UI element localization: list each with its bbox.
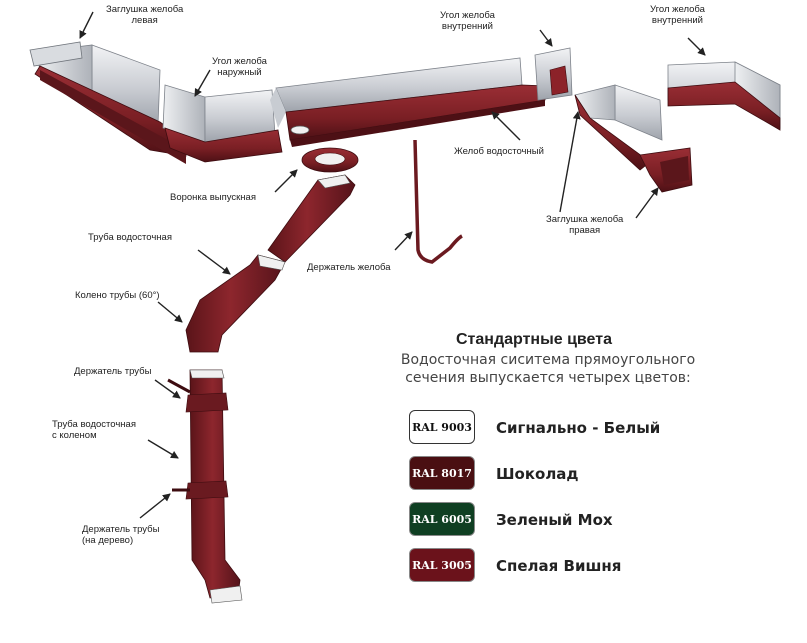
label-funnel: Воронка выпускная (170, 192, 256, 203)
right-gutter (574, 84, 663, 171)
upper-pipe (267, 174, 356, 263)
color-name-moss-green: Зеленый Мох (496, 511, 613, 529)
elbow-pipe (185, 254, 286, 353)
legend-subtitle: Водосточная сиситема прямоугольного сече… (400, 352, 696, 386)
label-arrows (79, 11, 706, 519)
label-elbow: Колено трубы (60°) (75, 290, 160, 301)
left-gutter (34, 44, 187, 164)
inner-corner (534, 47, 573, 101)
swatch-code: RAL 3005 (412, 558, 472, 572)
swatch-code: RAL 6005 (412, 512, 472, 526)
swatch-ral-6005: RAL 6005 (409, 502, 475, 536)
label-gutter-holder: Держатель желоба (307, 262, 391, 273)
swatch-ral-9003: RAL 9003 (409, 410, 475, 444)
main-gutter (270, 57, 549, 147)
legend-title: Стандартные цвета (456, 331, 612, 348)
swatch-code: RAL 8017 (412, 466, 472, 480)
gutter-holder-bracket (413, 139, 463, 264)
color-name-chocolate: Шоколад (496, 465, 579, 483)
inner-corner-piece (667, 61, 781, 131)
label-pipe: Труба водосточная (88, 232, 172, 243)
color-name-white: Сигнально - Белый (496, 419, 661, 437)
color-name-cherry: Спелая Вишня (496, 557, 622, 575)
label-gutter: Желоб водосточный (454, 146, 544, 157)
outer-corner (162, 84, 283, 163)
label-pipe-holder: Держатель трубы (74, 366, 152, 377)
swatch-ral-8017: RAL 8017 (409, 456, 475, 490)
swatch-ral-3005: RAL 3005 (409, 548, 475, 582)
funnel-outlet (301, 147, 359, 173)
label-pipe-holder-wood: Держатель трубы(на дерево) (82, 524, 160, 546)
end-cap-right (639, 147, 693, 193)
vertical-pipe (185, 369, 243, 604)
pipe-holder (167, 378, 191, 394)
swatch-code: RAL 9003 (412, 420, 472, 434)
end-cap-left (29, 41, 83, 67)
